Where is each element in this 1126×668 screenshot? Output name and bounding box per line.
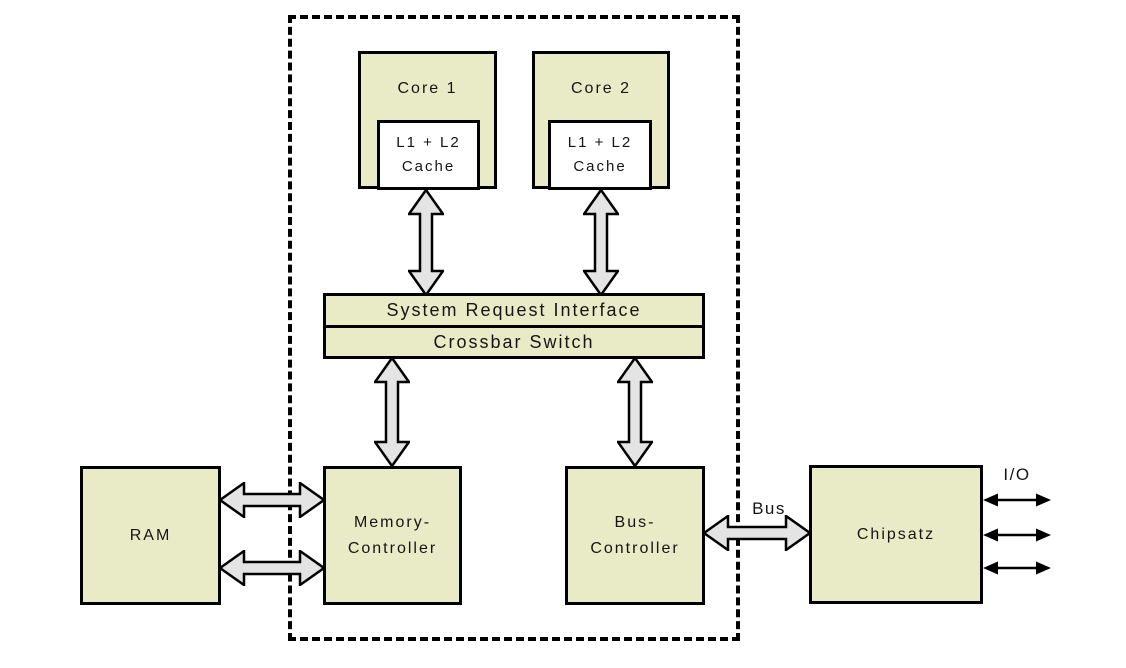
chipsatz-io-arrow-3-icon	[983, 561, 1051, 575]
crossbar-switch-box: Crossbar Switch	[323, 325, 705, 359]
memory-controller-line1: Memory-	[353, 513, 432, 531]
ram-memory-controller-double-arrow-top-icon	[219, 482, 325, 518]
bus-controller-box: Bus- Controller	[565, 466, 705, 605]
processor-die-boundary	[288, 15, 740, 641]
core1-cache-box: L1 + L2 Cache	[377, 120, 480, 190]
ram-box: RAM	[80, 466, 221, 605]
core1-cache-line2: Cache	[401, 158, 456, 175]
core1-cache-label: L1 + L2 Cache	[396, 131, 460, 179]
core2-cache-box: L1 + L2 Cache	[548, 120, 652, 190]
system-request-interface-label: System Request Interface	[386, 300, 642, 320]
ram-label: RAM	[129, 526, 172, 544]
core2-label: Core 2	[570, 80, 632, 97]
crossbar-memory-controller-double-arrow-icon	[374, 357, 410, 467]
bus-controller-line2: Controller	[590, 539, 680, 557]
system-request-interface-box: System Request Interface	[323, 293, 705, 328]
memory-controller-line2: Controller	[347, 539, 438, 557]
core1-label: Core 1	[397, 80, 458, 97]
core2-sri-double-arrow-icon	[583, 189, 619, 296]
core2-cache-line1: L1 + L2	[567, 134, 633, 151]
bus-controller-chipsatz-double-arrow-icon	[703, 515, 811, 551]
ram-memory-controller-double-arrow-bottom-icon	[219, 550, 325, 586]
chipsatz-label: Chipsatz	[856, 525, 936, 543]
bus-label: Bus	[752, 499, 786, 518]
memory-controller-box: Memory- Controller	[323, 466, 462, 605]
io-label: I/O	[1003, 465, 1031, 484]
chipsatz-io-arrow-1-icon	[983, 493, 1051, 507]
core2-cache-line2: Cache	[573, 158, 627, 175]
core1-cache-line1: L1 + L2	[396, 134, 461, 151]
memory-controller-label: Memory- Controller	[348, 510, 437, 562]
core1-sri-double-arrow-icon	[408, 189, 444, 296]
chipsatz-io-arrow-2-icon	[983, 528, 1051, 542]
bus-controller-line1: Bus-	[614, 513, 656, 531]
chipsatz-box: Chipsatz	[809, 465, 983, 604]
crossbar-switch-label: Crossbar Switch	[433, 331, 595, 352]
bus-controller-label: Bus- Controller	[590, 510, 679, 562]
crossbar-bus-controller-double-arrow-icon	[617, 357, 653, 467]
core2-cache-label: L1 + L2 Cache	[568, 131, 632, 179]
